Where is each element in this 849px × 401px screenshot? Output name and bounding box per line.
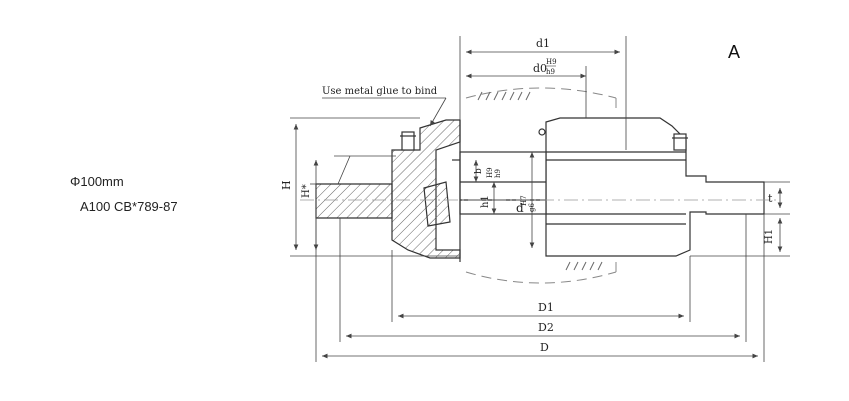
dim-H1: H1	[764, 229, 775, 244]
left-dimensions	[290, 117, 460, 257]
dim-d1: d1	[536, 37, 550, 50]
right-dimensions	[690, 181, 790, 257]
standard-label: A100 CB*789-87	[80, 199, 178, 214]
dim-H-star: H*	[301, 184, 312, 198]
dim-t: t	[768, 192, 773, 205]
phantom-outline	[465, 87, 617, 284]
part-outline	[315, 117, 765, 262]
dim-d-fit-bottom: g6	[528, 203, 536, 212]
dim-d-fit-top: H7	[520, 195, 528, 206]
glue-callout: Use metal glue to bind	[322, 86, 447, 185]
thread-marks	[477, 91, 603, 271]
bottom-dimensions	[315, 214, 765, 362]
dim-d0: d0	[533, 62, 547, 75]
top-dimensions	[459, 36, 627, 150]
dim-D1: D1	[538, 301, 554, 314]
dim-d0-fit-bottom: h9	[546, 68, 555, 76]
housing-body	[545, 117, 765, 257]
dim-h1: h1	[480, 195, 491, 208]
dim-D: D	[540, 341, 549, 354]
callout-text: Use metal glue to bind	[322, 86, 438, 97]
view-letter: A	[728, 42, 740, 62]
dim-h1-fit-bottom: h9	[494, 169, 502, 178]
dim-d: d	[516, 201, 524, 215]
left-bolt	[401, 131, 415, 151]
dim-H: H	[280, 180, 293, 190]
vent-circle	[538, 128, 546, 136]
dim-h1-fit-top: H9	[486, 167, 494, 178]
right-bolt	[673, 133, 687, 151]
dim-D2: D2	[538, 321, 554, 334]
diameter-label: Φ100mm	[70, 174, 124, 189]
inner-dimensions	[473, 152, 535, 248]
dim-d0-fit-top: H9	[546, 58, 557, 66]
left-flange	[315, 183, 393, 219]
bearing-insert	[423, 181, 451, 227]
dim-b: b	[474, 168, 484, 174]
